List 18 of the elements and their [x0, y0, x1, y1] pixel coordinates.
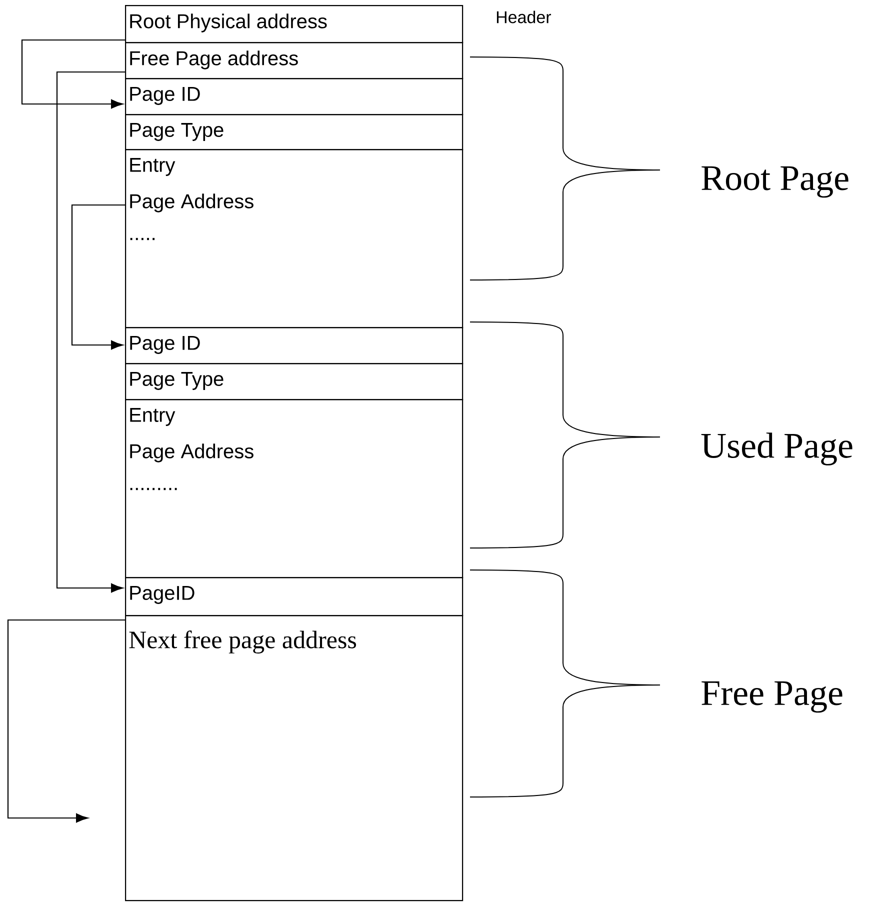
table-row: Root Physical address — [125, 5, 464, 44]
section-label: Used Page — [701, 432, 852, 466]
arrow — [21, 39, 125, 109]
table-section: Entry Page Address ......... — [125, 399, 464, 578]
table-row: Free Page address — [125, 42, 464, 80]
table-section: Entry Page Address ..... — [125, 149, 464, 328]
table-section: Next free page address — [125, 615, 464, 902]
table-row: Page Type — [125, 114, 464, 150]
table-row: Page Type — [125, 363, 464, 400]
section-label: Root Page — [702, 166, 848, 198]
arrow — [71, 204, 125, 350]
arrow — [7, 619, 125, 823]
header-label: Header — [496, 10, 552, 24]
table-row: Page ID — [125, 327, 464, 364]
table-row: Page ID — [125, 78, 464, 116]
table-row: PageID — [125, 577, 464, 616]
arrow — [56, 71, 125, 593]
section-label: Free Page — [702, 681, 842, 713]
